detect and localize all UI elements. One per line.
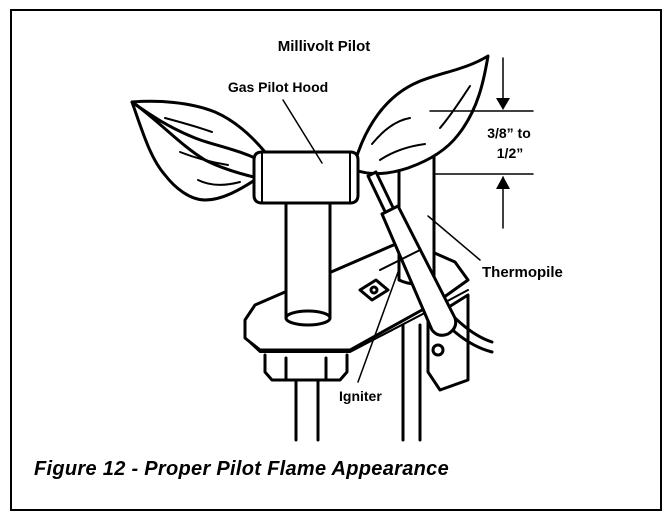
bracket-hole	[431, 343, 445, 357]
title-label: Millivolt Pilot	[278, 38, 371, 55]
gap-arrow-down	[496, 98, 510, 110]
thermopile-label: Thermopile	[482, 264, 563, 281]
gas-supply-tube	[294, 376, 320, 442]
thermopile-leader-line	[427, 215, 481, 261]
screw-tab	[358, 278, 390, 302]
gas-pilot-hood	[252, 150, 360, 327]
gas-pilot-hood-label: Gas Pilot Hood	[228, 79, 328, 95]
hood-leader-line	[282, 99, 323, 164]
thermocouple-lead-tube	[401, 323, 422, 442]
igniter-label: Igniter	[339, 388, 382, 404]
gap-arrow-up	[496, 176, 510, 189]
right-flame	[353, 54, 490, 176]
gap-label-line2: 1/2”	[497, 145, 523, 161]
figure-caption: Figure 12 - Proper Pilot Flame Appearanc…	[34, 458, 450, 480]
igniter-rod	[366, 170, 458, 337]
igniter-leader-line	[357, 271, 399, 383]
gap-label-line1: 3/8” to	[487, 125, 531, 141]
hex-nut	[263, 353, 349, 382]
figure-frame	[10, 9, 662, 511]
